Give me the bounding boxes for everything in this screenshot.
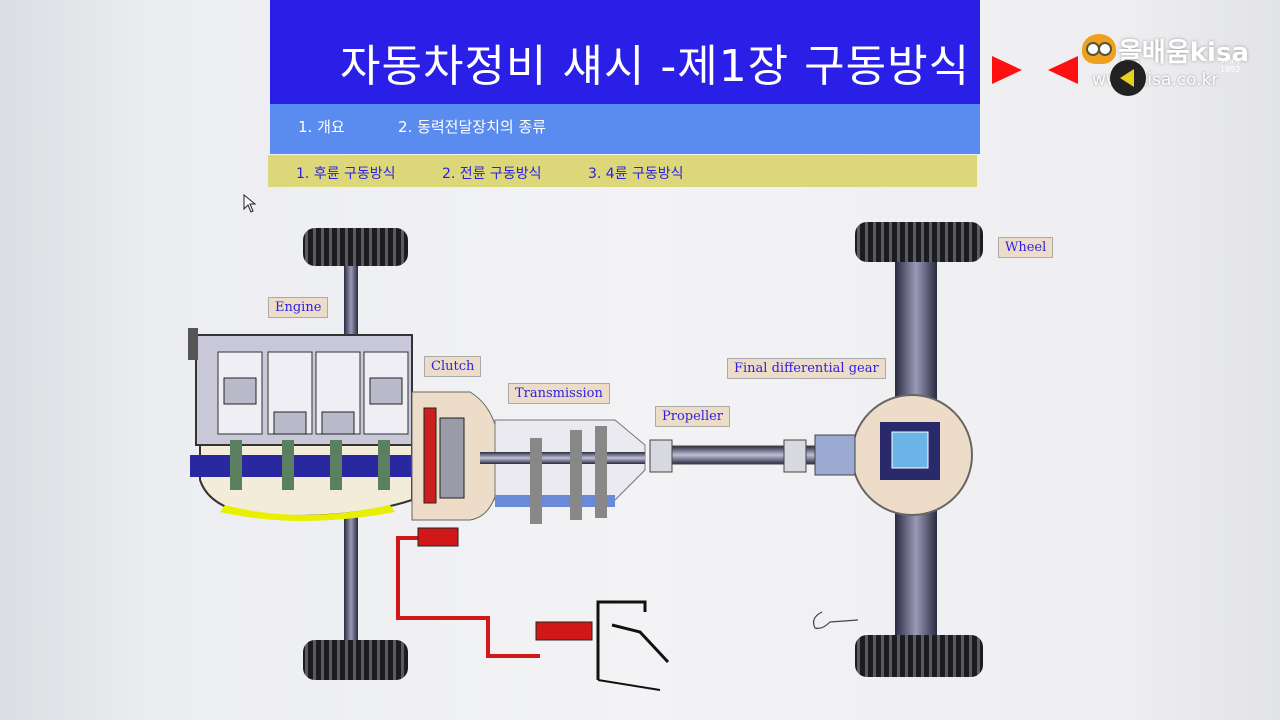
rear-left-tire <box>855 222 983 262</box>
front-right-tire <box>303 640 408 680</box>
clutch-slave-cylinder <box>417 527 459 547</box>
next-slide-arrow-icon[interactable] <box>992 56 1022 84</box>
slide-title: 자동차정비 섀시 -제1장 구동방식 <box>340 41 971 92</box>
sub-item-front-wheel-drive[interactable]: 2. 전륜 구동방식 <box>442 166 542 182</box>
clutch-assembly <box>411 391 501 521</box>
play-back-icon[interactable] <box>1110 60 1146 96</box>
label-clutch: Clutch <box>424 356 482 377</box>
label-transmission: Transmission <box>508 383 610 404</box>
mouse-cursor-icon <box>243 194 257 213</box>
menu-item-power-transmission[interactable]: 2. 동력전달장치의 종류 <box>398 118 547 136</box>
sub-menu: 1. 후륜 구동방식 2. 전륜 구동방식 3. 4륜 구동방식 <box>268 155 977 187</box>
prev-slide-arrow-icon[interactable] <box>1048 56 1078 84</box>
label-engine: Engine <box>268 297 329 318</box>
logo-since: since 1992 <box>1220 56 1241 74</box>
sub-item-rear-wheel-drive[interactable]: 1. 후륜 구동방식 <box>296 166 396 182</box>
engine-block <box>188 328 415 521</box>
kisa-logo: 올배움kisa since 1992 www.kisa.co.kr <box>1080 30 1250 96</box>
clutch-master-cylinder <box>535 621 593 641</box>
final-differential <box>814 394 973 516</box>
slide-title-bar: 자동차정비 섀시 -제1장 구동방식 <box>270 0 980 104</box>
menu-item-overview[interactable]: 1. 개요 <box>298 118 345 136</box>
hydraulic-line <box>396 536 540 658</box>
logo-brand: 올배움kisa <box>1118 38 1249 68</box>
rear-right-tire <box>855 635 983 677</box>
front-left-tire <box>303 228 408 266</box>
owl-icon <box>1082 34 1116 64</box>
transmission-assembly <box>480 419 646 524</box>
label-propeller: Propeller <box>655 406 731 427</box>
chapter-menu: 1. 개요 2. 동력전달장치의 종류 <box>270 104 980 154</box>
label-final-differential-gear: Final differential gear <box>727 358 886 379</box>
clutch-pedal <box>596 600 670 680</box>
label-wheel: Wheel <box>998 237 1054 258</box>
sub-item-four-wheel-drive[interactable]: 3. 4륜 구동방식 <box>588 166 684 182</box>
handwritten-mark <box>812 611 859 629</box>
